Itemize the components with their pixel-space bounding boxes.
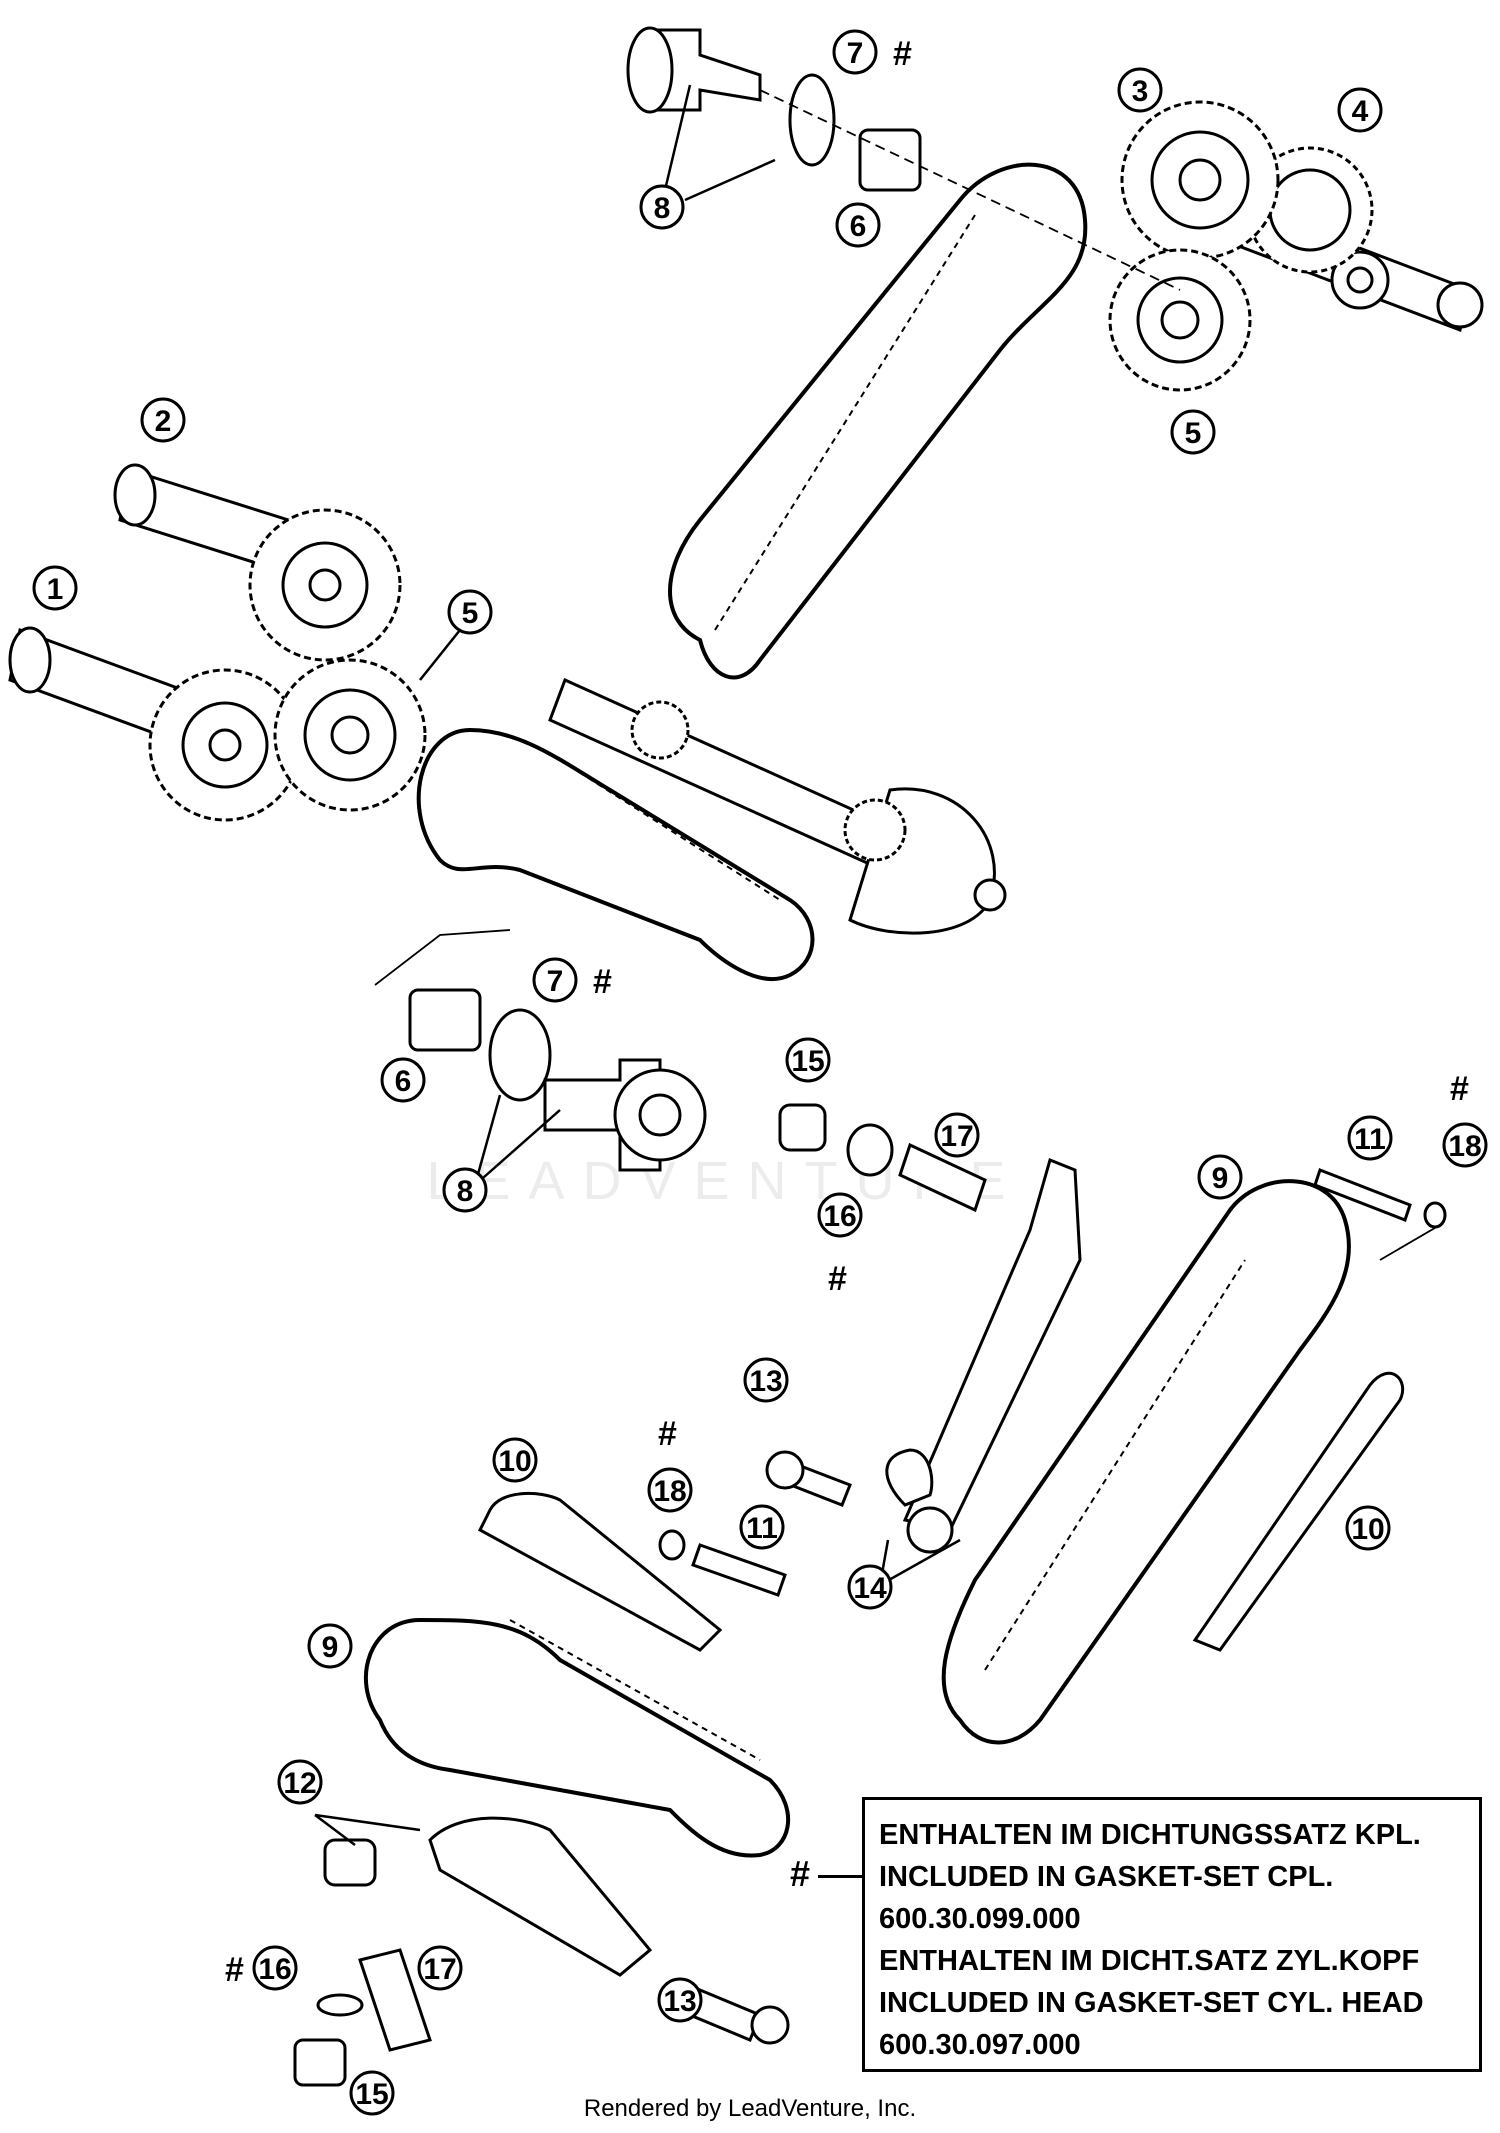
svg-text:#: # xyxy=(593,963,612,1001)
middle-bearing-group xyxy=(374,929,707,1186)
callout-15-lower: 15 xyxy=(349,2070,395,2116)
svg-text:2: 2 xyxy=(155,405,172,438)
svg-text:14: 14 xyxy=(853,1572,887,1605)
svg-text:13: 13 xyxy=(749,1365,782,1398)
legend-connector xyxy=(818,1875,862,1878)
callout-17-lower: 17 xyxy=(417,1945,463,1991)
callout-15-upper: 15 xyxy=(785,1037,831,1083)
callout-3: 3 xyxy=(1117,67,1163,113)
left-camshaft-assembly xyxy=(8,463,427,822)
callout-1: 1 xyxy=(32,565,78,611)
callout-10-right: 10 xyxy=(1345,1505,1391,1551)
svg-text:7: 7 xyxy=(847,37,864,70)
callout-8-middle: 8 xyxy=(442,1167,488,1213)
callout-18-upper: 18 # xyxy=(1442,1070,1488,1168)
callout-16-upper: 16 # xyxy=(817,1192,863,1298)
svg-text:8: 8 xyxy=(654,192,671,225)
svg-text:18: 18 xyxy=(1448,1130,1481,1163)
svg-text:1: 1 xyxy=(47,573,64,606)
svg-text:#: # xyxy=(828,1260,847,1298)
svg-text:5: 5 xyxy=(1185,417,1202,450)
legend-line-6: 600.30.097.000 xyxy=(879,2029,1081,2061)
callout-9-right: 9 xyxy=(1197,1154,1243,1200)
svg-text:6: 6 xyxy=(850,210,867,243)
svg-text:17: 17 xyxy=(423,1953,456,1986)
svg-text:9: 9 xyxy=(322,1631,339,1664)
legend-marker: # xyxy=(790,1853,811,1894)
svg-text:#: # xyxy=(225,1951,244,1989)
footer-credit: Rendered by LeadVenture, Inc. xyxy=(583,2095,917,2122)
svg-text:5: 5 xyxy=(462,597,479,630)
svg-text:16: 16 xyxy=(258,1953,291,1986)
callout-18-lower: 18 # xyxy=(647,1415,693,1513)
callout-16-lower: 16 # xyxy=(225,1945,298,1991)
callout-6-upper: 6 xyxy=(835,202,881,248)
svg-text:8: 8 xyxy=(457,1175,474,1208)
svg-text:3: 3 xyxy=(1132,75,1149,108)
callout-5-left: 5 xyxy=(419,589,493,681)
svg-text:9: 9 xyxy=(1212,1162,1229,1195)
svg-text:10: 10 xyxy=(498,1445,531,1478)
legend-line-3: 600.30.099.000 xyxy=(879,1903,1081,1935)
callout-4: 4 xyxy=(1337,87,1383,133)
crankshaft xyxy=(548,677,1007,935)
legend-line-4: ENTHALTEN IM DICHT.SATZ ZYL.KOPF xyxy=(879,1945,1420,1977)
right-chain-and-guides xyxy=(885,1157,1447,1745)
svg-text:#: # xyxy=(1450,1070,1469,1108)
svg-text:11: 11 xyxy=(746,1512,778,1545)
legend-line-2: INCLUDED IN GASKET-SET CPL. xyxy=(879,1861,1334,1893)
svg-text:18: 18 xyxy=(653,1475,686,1508)
callout-14: 14 xyxy=(847,1564,893,1610)
svg-text:10: 10 xyxy=(1351,1513,1384,1546)
upper-timing-chain xyxy=(668,162,1088,680)
svg-text:13: 13 xyxy=(663,1985,696,2018)
callout-10-left: 10 xyxy=(492,1437,538,1483)
legend-line-5: INCLUDED IN GASKET-SET CYL. HEAD xyxy=(879,1987,1424,2019)
middle-timing-chain xyxy=(416,727,815,982)
tensioner-parts-upper xyxy=(778,1103,987,1213)
svg-text:16: 16 xyxy=(823,1200,856,1233)
callout-17-upper: 17 xyxy=(934,1112,980,1158)
upper-camshaft-assembly xyxy=(1108,100,1484,392)
callout-9-left: 9 xyxy=(307,1623,353,1669)
callout-7-upper: 7 # xyxy=(832,29,912,75)
callout-2: 2 xyxy=(140,397,186,443)
svg-text:15: 15 xyxy=(791,1045,824,1078)
svg-text:6: 6 xyxy=(395,1065,412,1098)
svg-text:11: 11 xyxy=(1354,1123,1386,1156)
callout-6-middle: 6 xyxy=(380,1057,426,1103)
callout-7-middle: 7 # xyxy=(532,957,612,1003)
svg-text:#: # xyxy=(893,35,912,73)
callout-12: 12 xyxy=(277,1759,323,1805)
svg-text:12: 12 xyxy=(283,1767,316,1800)
svg-text:4: 4 xyxy=(1352,95,1369,128)
legend-line-1: ENTHALTEN IM DICHTUNGSSATZ KPL. xyxy=(879,1819,1421,1851)
legend-box: ENTHALTEN IM DICHTUNGSSATZ KPL. INCLUDED… xyxy=(862,1797,1482,2072)
callout-13-lower: 13 xyxy=(657,1977,703,2023)
callout-5-upper: 5 xyxy=(1170,409,1216,455)
callout-11-upper: 11 xyxy=(1347,1115,1393,1161)
svg-text:17: 17 xyxy=(940,1120,973,1153)
callout-13-upper: 13 xyxy=(743,1357,789,1403)
callout-11-lower: 11 xyxy=(739,1504,785,1550)
upper-bearing-group xyxy=(626,26,1181,291)
svg-text:#: # xyxy=(658,1415,677,1453)
callout-8-upper: 8 xyxy=(639,184,685,230)
left-lower-chain-and-guides xyxy=(293,1450,961,2087)
svg-text:7: 7 xyxy=(547,965,564,998)
svg-text:15: 15 xyxy=(355,2078,388,2111)
